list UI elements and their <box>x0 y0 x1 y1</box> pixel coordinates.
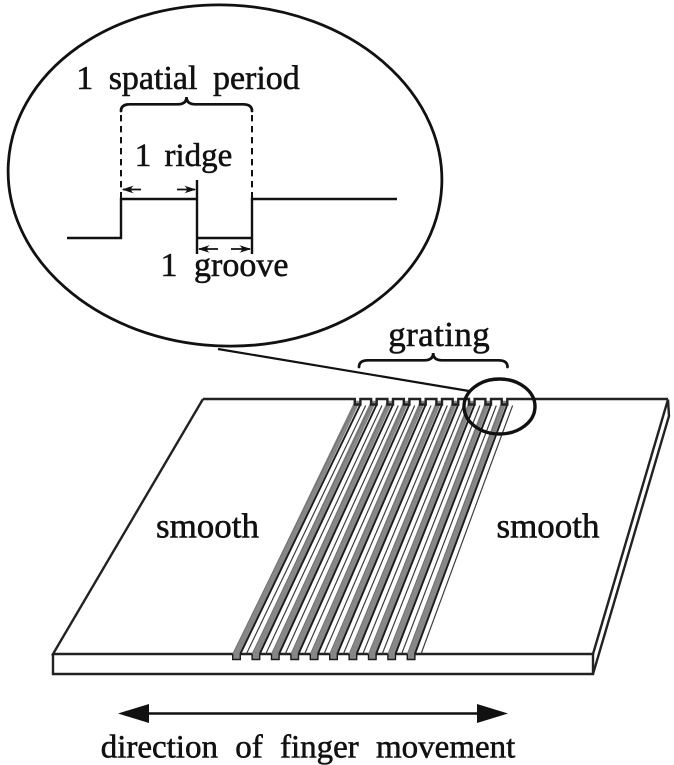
svg-text:smooth: smooth <box>156 507 260 546</box>
svg-text:direction of finger movement: direction of finger movement <box>101 730 516 765</box>
svg-text:smooth: smooth <box>496 507 600 546</box>
svg-text:1 groove: 1 groove <box>161 247 289 284</box>
svg-text:grating: grating <box>388 315 490 354</box>
svg-text:1 spatial period: 1 spatial period <box>76 60 300 97</box>
svg-text:1 ridge: 1 ridge <box>135 138 233 174</box>
